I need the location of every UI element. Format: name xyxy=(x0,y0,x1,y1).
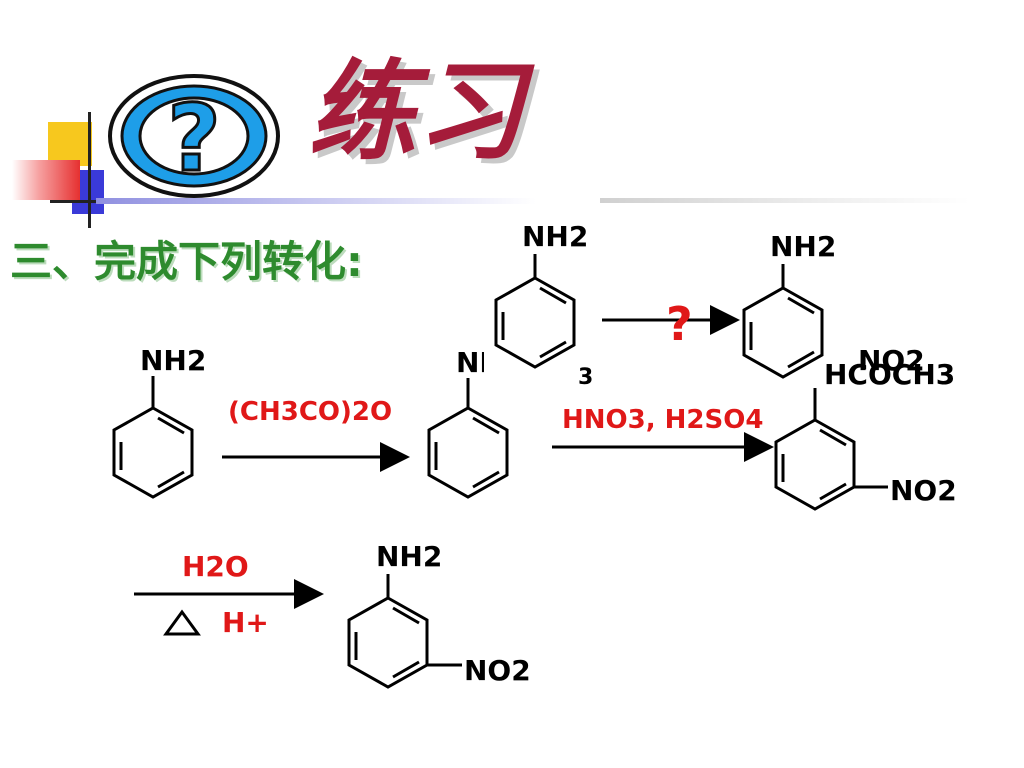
title-underline-right xyxy=(600,198,970,203)
overlay-nh2-label: NH2 xyxy=(522,220,588,253)
question-glyph: ? xyxy=(167,85,220,192)
overlay-amine-structure xyxy=(494,254,576,369)
reagent-water: H2O xyxy=(182,550,249,583)
aniline-nh2-label: NH2 xyxy=(140,344,206,377)
unknown-reagent-mark: ? xyxy=(666,297,693,351)
nitro-acetanilide-structure xyxy=(774,388,888,511)
page-title: 练习 xyxy=(308,49,525,175)
overlay-subscript-3: 3 xyxy=(578,365,593,390)
product-no2-label: NO2 xyxy=(464,654,531,687)
aniline-structure xyxy=(112,376,194,499)
task-heading: 三、完成下列转化: xyxy=(10,237,363,286)
target-nh2-label: NH2 xyxy=(770,230,836,263)
overlay-mask xyxy=(484,346,508,382)
target-no2-label: NO2 xyxy=(858,344,925,377)
nitro-acetanilide-no2-label: NO2 xyxy=(890,474,957,507)
acetanilide-structure xyxy=(427,378,509,499)
reagent-acetic-anhydride: (CH3CO)2O xyxy=(228,397,392,427)
nitro-acetanilide-acyl-label: HCOCH3 xyxy=(824,358,955,391)
decor-vertical-line xyxy=(88,112,91,228)
title-underline xyxy=(96,198,536,204)
question-icon: ? xyxy=(108,74,280,198)
decor-horizontal-line-left xyxy=(50,200,110,203)
reagent-nitration: HNO3, H2SO4 xyxy=(562,405,763,435)
heat-triangle-icon xyxy=(163,609,201,636)
product-structure xyxy=(347,574,462,689)
decor-yellow-square xyxy=(48,122,92,166)
benzene-ring xyxy=(112,406,194,499)
target-structure xyxy=(742,264,824,379)
reagent-acid: H+ xyxy=(222,606,269,639)
decor-red-square xyxy=(12,160,80,200)
product-nh2-label: NH2 xyxy=(376,540,442,573)
